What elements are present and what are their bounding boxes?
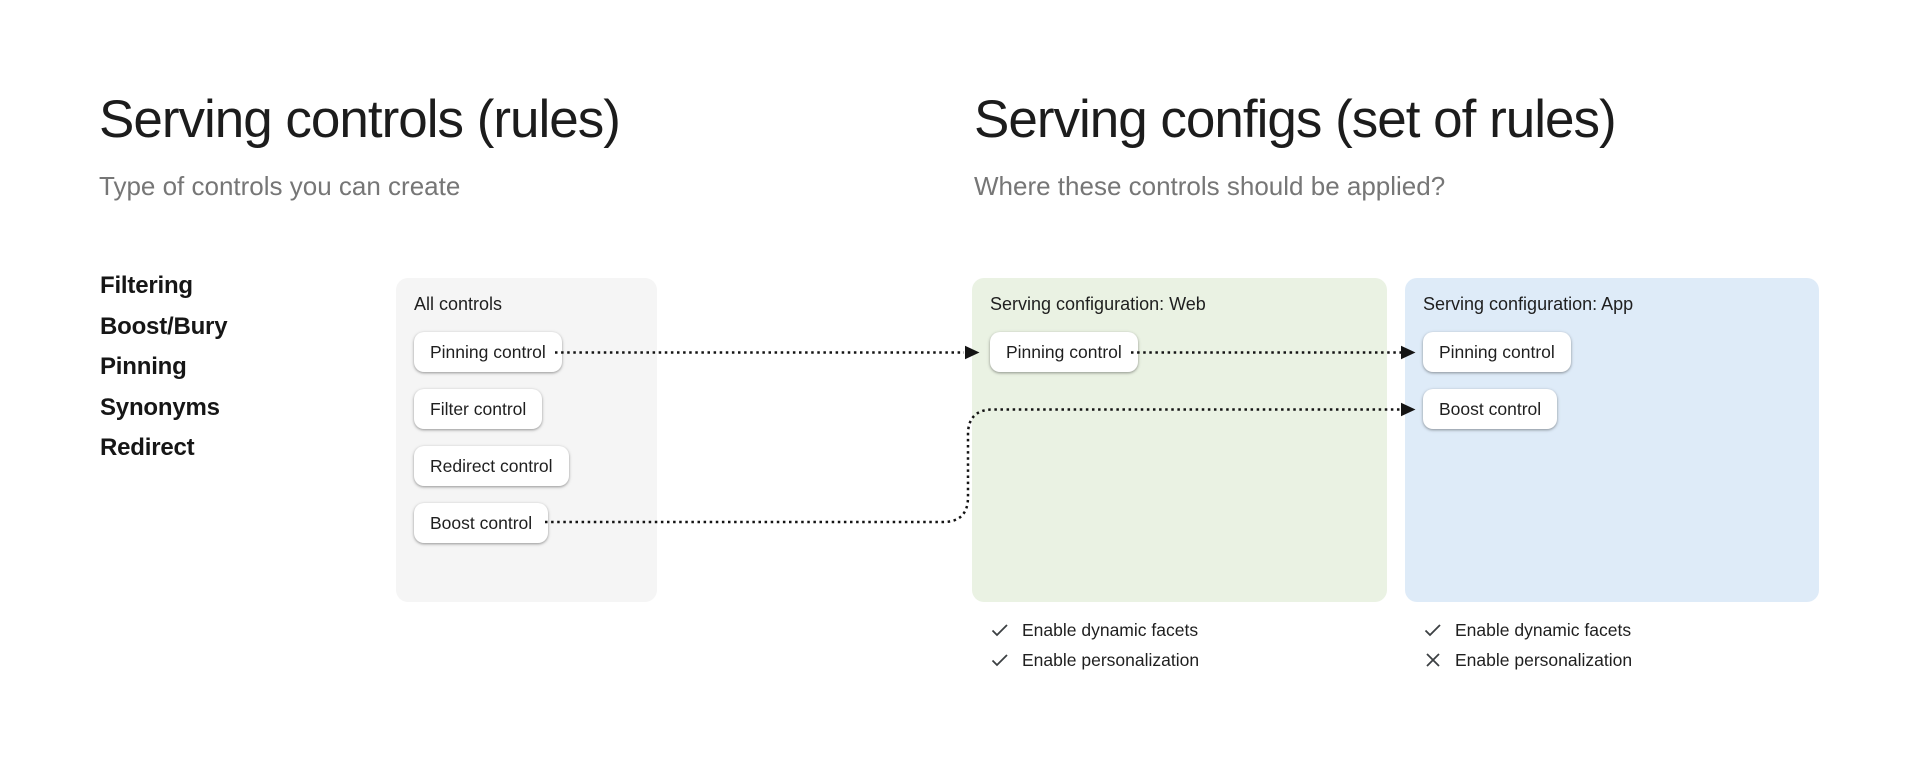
all-controls-card: All controls Pinning control Filter cont… [396, 278, 657, 602]
setting-enable-dynamic-facets: Enable dynamic facets [990, 619, 1199, 641]
check-icon [991, 624, 1008, 637]
page-subtitle: Type of controls you can create [99, 171, 461, 201]
setting-label: Enable dynamic facets [1022, 619, 1199, 640]
web-pinning-control-chip[interactable]: Pinning control [990, 332, 1138, 372]
setting-enable-personalization: Enable personalization [990, 649, 1199, 671]
setting-label: Enable personalization [1022, 649, 1200, 670]
app-pinning-control-chip[interactable]: Pinning control [1423, 332, 1571, 372]
control-type-filtering: Filtering [100, 272, 193, 299]
setting-enable-dynamic-facets: Enable dynamic facets [1423, 619, 1632, 641]
serving-config-app-card: Serving configuration: App Pinning contr… [1405, 278, 1819, 602]
page-subtitle: Where these controls should be applied? [974, 171, 1446, 201]
setting-label: Enable personalization [1455, 649, 1633, 670]
control-type-synonyms: Synonyms [100, 393, 220, 421]
app-card-title: Serving configuration: App [1423, 294, 1634, 314]
filter-control-chip[interactable]: Filter control [414, 389, 543, 429]
page-title: Serving configs (set of rules) [974, 90, 1617, 149]
control-type-pinning: Pinning [100, 353, 187, 380]
setting-enable-personalization: Enable personalization [1423, 649, 1632, 671]
serving-controls-header: Serving controls (rules) Type of control… [99, 88, 621, 203]
redirect-control-chip[interactable]: Redirect control [414, 446, 569, 486]
setting-label: Enable dynamic facets [1455, 619, 1632, 640]
boost-control-chip[interactable]: Boost control [414, 503, 549, 543]
app-boost-control-chip[interactable]: Boost control [1423, 389, 1558, 429]
app-card-settings: Enable dynamic facets Enable personaliza… [1423, 619, 1632, 679]
web-card-title: Serving configuration: Web [990, 294, 1206, 314]
check-icon [1424, 624, 1441, 637]
page-title: Serving controls (rules) [99, 90, 621, 149]
pinning-control-chip[interactable]: Pinning control [414, 332, 562, 372]
serving-configs-header: Serving configs (set of rules) Where the… [974, 88, 1617, 203]
check-icon [991, 654, 1008, 667]
control-types-list: Filtering Boost/Bury Pinning Synonyms Re… [100, 266, 228, 469]
web-card-settings: Enable dynamic facets Enable personaliza… [990, 619, 1199, 679]
cross-icon [1426, 653, 1440, 667]
control-type-redirect: Redirect [100, 434, 195, 461]
serving-config-web-card: Serving configuration: Web Pinning contr… [972, 278, 1387, 602]
all-controls-card-title: All controls [414, 294, 503, 314]
control-type-boost-bury: Boost/Bury [100, 312, 228, 340]
